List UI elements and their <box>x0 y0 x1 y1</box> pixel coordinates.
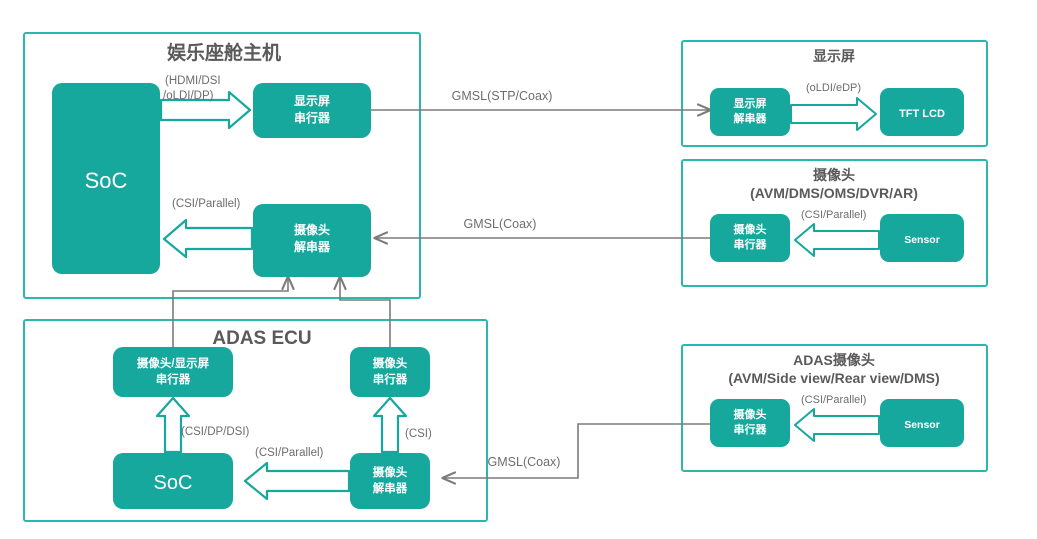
box-display-deserializer[interactable] <box>710 88 790 136</box>
arrow-adas-des-to-soc <box>243 461 351 501</box>
label-csi-parallel-camera: (CSI/Parallel) <box>801 209 866 221</box>
box-adas-camera-sensor-label: Sensor <box>904 419 940 431</box>
box-adas-camera-serializer[interactable] <box>710 399 790 447</box>
box-adas-camera-serializer-ecu-line2: 串行器 <box>373 372 408 386</box>
wire-gmsl-coax-adas <box>443 423 710 478</box>
box-adas-camera-sensor[interactable] <box>880 399 964 447</box>
box-adas-cam-disp-serializer[interactable] <box>113 347 233 397</box>
arrow-camera-deserializer-to-soc <box>162 218 254 259</box>
box-cockpit-display-serializer[interactable] <box>253 83 371 138</box>
box-adas-soc-label: SoC <box>154 472 193 494</box>
label-csi-parallel-cockpit: (CSI/Parallel) <box>172 198 241 210</box>
box-tft-lcd-label: TFT LCD <box>899 108 945 120</box>
box-adas-cam-disp-serializer-line2: 串行器 <box>156 372 191 386</box>
frame-adas-camera-title-line1: ADAS摄像头 <box>793 352 875 368</box>
box-adas-camera-serializer-ecu[interactable] <box>350 347 430 397</box>
box-cockpit-soc-label: SoC <box>85 168 128 193</box>
wire-adas-ser2-to-cockpit <box>340 277 391 347</box>
label-hdmi-dsi-line2: /oLDI/DP) <box>163 90 214 102</box>
box-adas-cam-disp-serializer-line1: 摄像头/显示屏 <box>137 356 210 370</box>
box-camera-serializer-line2: 串行器 <box>734 237 768 251</box>
box-display-deserializer-line2: 解串器 <box>734 111 768 125</box>
arrow-adas-soc-to-cam-disp-serializer <box>155 396 191 454</box>
box-camera-sensor[interactable] <box>880 214 964 262</box>
box-camera-serializer[interactable] <box>710 214 790 262</box>
box-camera-sensor-label: Sensor <box>904 234 940 246</box>
box-tft-lcd[interactable] <box>880 88 964 136</box>
label-csi-dp-dsi: (CSI/DP/DSI) <box>181 426 250 438</box>
arrow-camera-sensor-to-serializer <box>794 223 880 257</box>
label-csi: (CSI) <box>405 428 432 440</box>
box-cockpit-camera-deserializer-line2: 解串器 <box>294 239 331 254</box>
label-gmsl-coax-camera: GMSL(Coax) <box>464 217 537 231</box>
box-cockpit-soc[interactable] <box>52 83 160 274</box>
frame-adas-camera-title-line2: (AVM/Side view/Rear view/DMS) <box>728 370 939 386</box>
frame-display-title: 显示屏 <box>813 48 855 64</box>
frame-adas-ecu-title: ADAS ECU <box>212 328 311 349</box>
box-adas-soc[interactable] <box>113 453 233 509</box>
label-gmsl-stp-coax: GMSL(STP/Coax) <box>452 89 553 103</box>
box-adas-camera-serializer-line2: 串行器 <box>734 422 768 436</box>
box-adas-camera-deserializer-line2: 解串器 <box>373 481 408 495</box>
box-cockpit-display-serializer-line2: 串行器 <box>294 110 331 125</box>
arrow-soc-to-display-serializer <box>159 90 252 130</box>
label-csi-parallel-adas-ecu: (CSI/Parallel) <box>255 447 324 459</box>
box-adas-camera-deserializer-line1: 摄像头 <box>373 465 408 479</box>
box-display-deserializer-line1: 显示屏 <box>734 97 767 110</box>
box-adas-camera-serializer-ecu-line1: 摄像头 <box>373 356 408 370</box>
box-cockpit-display-serializer-line1: 显示屏 <box>294 94 330 108</box>
arrow-display-deserializer-to-tft <box>790 97 877 131</box>
arrow-adas-sensor-to-serializer <box>794 408 880 442</box>
label-gmsl-coax-adas: GMSL(Coax) <box>488 455 561 469</box>
box-camera-serializer-line1: 摄像头 <box>734 222 767 236</box>
label-hdmi-dsi-line1: (HDMI/DSI <box>165 75 221 87</box>
box-adas-camera-serializer-line1: 摄像头 <box>734 407 767 421</box>
label-oldi-edp: (oLDI/eDP) <box>806 82 861 94</box>
label-csi-parallel-adas-camera: (CSI/Parallel) <box>801 394 866 406</box>
frame-cockpit-title: 娱乐座舱主机 <box>167 41 281 64</box>
frame-camera-title-line1: 摄像头 <box>813 167 855 183</box>
wire-adas-ser1-to-cockpit <box>172 277 288 347</box>
frame-camera-title-line2: (AVM/DMS/OMS/DVR/AR) <box>750 185 918 201</box>
box-cockpit-camera-deserializer[interactable] <box>253 204 371 277</box>
box-adas-camera-deserializer[interactable] <box>350 453 430 509</box>
box-cockpit-camera-deserializer-line1: 摄像头 <box>294 222 330 237</box>
arrow-adas-des-to-camera-serializer <box>372 396 408 454</box>
